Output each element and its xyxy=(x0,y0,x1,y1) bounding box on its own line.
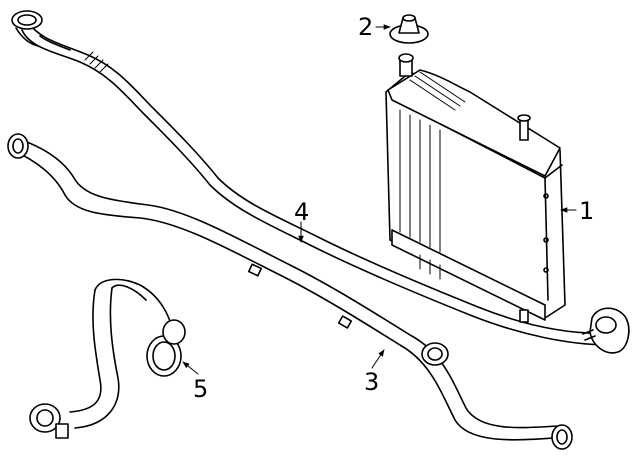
radiator-cap xyxy=(389,14,429,44)
lower-coolant-hose xyxy=(7,133,573,450)
callout-label-4: 4 xyxy=(294,198,309,226)
callout-label-2: 2 xyxy=(358,13,373,41)
callout-2: 2 xyxy=(358,13,391,41)
callout-label-3: 3 xyxy=(364,368,379,396)
radiator xyxy=(385,53,566,323)
callout-4: 4 xyxy=(294,198,309,243)
callout-3: 3 xyxy=(364,349,385,396)
short-coolant-hose xyxy=(29,278,186,439)
callout-label-5: 5 xyxy=(193,375,208,403)
callout-1: 1 xyxy=(560,197,594,225)
callout-label-1: 1 xyxy=(579,197,594,225)
callout-5: 5 xyxy=(182,361,208,403)
upper-coolant-hose xyxy=(11,10,630,354)
